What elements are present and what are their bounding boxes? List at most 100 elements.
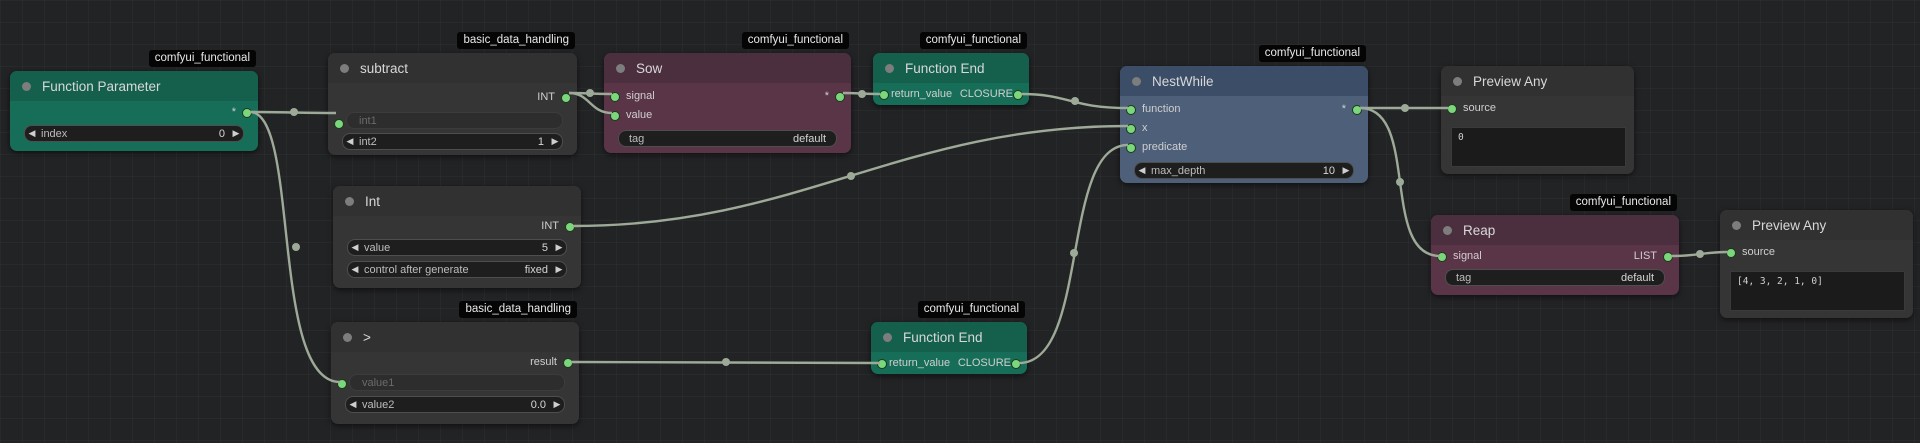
output-socket[interactable]: [1352, 105, 1362, 115]
output-socket[interactable]: [565, 222, 575, 232]
input-socket[interactable]: [1126, 143, 1136, 153]
node-title-bar[interactable]: Preview Any: [1720, 210, 1913, 240]
value2-widget[interactable]: ◀ value2 0.0 ▶: [345, 396, 565, 413]
output-socket[interactable]: [1013, 90, 1023, 100]
input-label: signal: [626, 90, 655, 102]
collapse-dot-icon[interactable]: [616, 63, 625, 73]
input-socket[interactable]: [610, 92, 620, 102]
link-midpoint: [586, 89, 594, 97]
node-reap[interactable]: comfyui_functional Reap signal LIST tag …: [1431, 194, 1679, 295]
input-socket[interactable]: [1126, 124, 1136, 134]
node-title-bar[interactable]: Int: [333, 186, 581, 216]
decrement-arrow-icon[interactable]: ◀: [349, 399, 357, 409]
tag-widget[interactable]: tag default: [1445, 269, 1665, 286]
node-title-bar[interactable]: Function End: [873, 53, 1029, 83]
increment-arrow-icon[interactable]: ▶: [555, 264, 563, 274]
output-socket[interactable]: [1663, 252, 1673, 262]
int2-widget[interactable]: ◀ int2 1 ▶: [342, 133, 563, 150]
widget-label: int1: [359, 114, 377, 127]
input-socket[interactable]: [1726, 248, 1736, 258]
collapse-dot-icon[interactable]: [885, 63, 894, 73]
node-title-bar[interactable]: Reap: [1431, 215, 1679, 245]
output-label: *: [824, 90, 829, 102]
decrement-arrow-icon[interactable]: ◀: [351, 264, 359, 274]
collapse-dot-icon[interactable]: [1132, 76, 1141, 86]
node-title-bar[interactable]: subtract: [328, 53, 577, 83]
int1-widget: int1: [346, 112, 563, 129]
decrement-arrow-icon[interactable]: ◀: [28, 128, 36, 138]
node-preview-any-2[interactable]: Preview Any source [4, 3, 2, 1, 0]: [1720, 210, 1913, 318]
link-midpoint: [1401, 104, 1409, 112]
collapse-dot-icon[interactable]: [345, 196, 354, 206]
collapse-dot-icon[interactable]: [22, 81, 31, 91]
collapse-dot-icon[interactable]: [883, 332, 892, 342]
decrement-arrow-icon[interactable]: ◀: [351, 242, 359, 252]
link-midpoint: [858, 90, 866, 98]
widget-value: default: [792, 132, 826, 145]
node-title-bar[interactable]: Sow: [604, 53, 851, 83]
output-label: result: [530, 356, 557, 368]
decrement-arrow-icon[interactable]: ◀: [1138, 165, 1146, 175]
decrement-arrow-icon[interactable]: ◀: [346, 136, 354, 146]
max-depth-widget[interactable]: ◀ max_depth 10 ▶: [1134, 162, 1354, 179]
collapse-dot-icon[interactable]: [1453, 76, 1462, 86]
input-label: source: [1463, 102, 1497, 114]
input-socket[interactable]: [1437, 252, 1447, 262]
node-title-bar[interactable]: NestWhile: [1120, 66, 1368, 96]
output-socket[interactable]: [1011, 359, 1021, 369]
link-fend1-to-nestwhile: [1020, 92, 1129, 110]
collapse-dot-icon[interactable]: [340, 63, 349, 73]
output-label: *: [1341, 103, 1346, 115]
node-title: Sow: [636, 60, 663, 76]
input-label: predicate: [1142, 141, 1188, 153]
node-title-bar[interactable]: Function Parameter: [10, 71, 258, 101]
input-socket[interactable]: [1447, 104, 1457, 114]
link-midpoint: [1071, 97, 1079, 105]
widget-label: control after generate: [364, 263, 469, 276]
control-after-generate-widget[interactable]: ◀ control after generate fixed ▶: [347, 261, 567, 278]
index-widget[interactable]: ◀ index 0 ▶: [24, 125, 244, 142]
input-socket[interactable]: [337, 379, 347, 389]
node-function-parameter[interactable]: comfyui_functional Function Parameter * …: [10, 50, 258, 151]
input-socket[interactable]: [879, 90, 889, 100]
node-title-bar[interactable]: Function End: [871, 322, 1027, 352]
link-midpoint: [1070, 249, 1078, 257]
node-greater-than[interactable]: basic_data_handling > result value1 ◀ va…: [331, 301, 579, 424]
value-widget[interactable]: ◀ value 5 ▶: [347, 239, 567, 256]
node-sow[interactable]: comfyui_functional Sow signal * value ta…: [604, 32, 851, 153]
widget-label: index: [41, 127, 68, 140]
output-socket[interactable]: [561, 93, 571, 103]
increment-arrow-icon[interactable]: ▶: [232, 128, 240, 138]
tag-widget[interactable]: tag default: [618, 130, 837, 147]
node-nestwhile[interactable]: comfyui_functional NestWhile function * …: [1120, 45, 1368, 183]
node-subtract[interactable]: basic_data_handling subtract INT int1 ◀ …: [328, 32, 577, 155]
link-fp-to-greater: [249, 110, 341, 384]
widget-label: tag: [1456, 271, 1472, 284]
input-socket[interactable]: [877, 359, 887, 369]
node-function-end-1[interactable]: comfyui_functional Function End return_v…: [873, 32, 1029, 105]
node-int[interactable]: Int INT ◀ value 5 ▶ ◀ control after gene…: [333, 186, 581, 288]
input-label: return_value: [889, 357, 951, 369]
collapse-dot-icon[interactable]: [1443, 225, 1452, 235]
input-socket[interactable]: [610, 111, 620, 121]
increment-arrow-icon[interactable]: ▶: [551, 136, 559, 146]
output-label: *: [231, 106, 236, 118]
widget-value: fixed: [524, 263, 548, 276]
increment-arrow-icon[interactable]: ▶: [1342, 165, 1350, 175]
node-function-end-2[interactable]: comfyui_functional Function End return_v…: [871, 301, 1027, 374]
collapse-dot-icon[interactable]: [343, 332, 352, 342]
node-preview-any-1[interactable]: Preview Any source 0: [1441, 66, 1634, 174]
input-socket[interactable]: [334, 119, 344, 129]
output-label: INT: [537, 91, 555, 103]
output-socket[interactable]: [835, 92, 845, 102]
output-socket[interactable]: [242, 108, 252, 118]
increment-arrow-icon[interactable]: ▶: [553, 399, 561, 409]
output-socket[interactable]: [563, 358, 573, 368]
node-title-bar[interactable]: Preview Any: [1441, 66, 1634, 96]
node-title-bar[interactable]: >: [331, 322, 579, 352]
widget-label: max_depth: [1151, 164, 1206, 177]
widget-label: value: [364, 241, 391, 254]
increment-arrow-icon[interactable]: ▶: [555, 242, 563, 252]
input-socket[interactable]: [1126, 105, 1136, 115]
collapse-dot-icon[interactable]: [1732, 220, 1741, 230]
